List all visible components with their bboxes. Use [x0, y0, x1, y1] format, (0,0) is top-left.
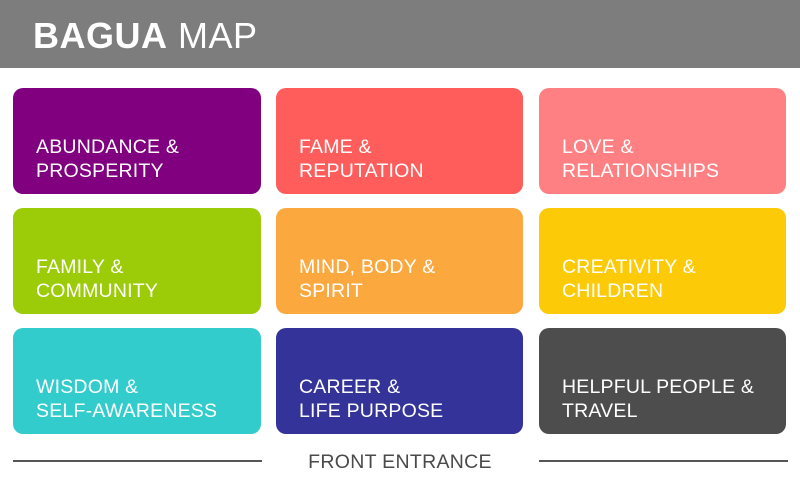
tile-mind-body-spirit: MIND, BODY & SPIRIT: [276, 208, 523, 314]
tile-label: CREATIVITY & CHILDREN: [562, 256, 696, 302]
tile-family-community: FAMILY & COMMUNITY: [13, 208, 261, 314]
header-bar: BAGUA MAP: [0, 0, 800, 68]
front-entrance-label: FRONT ENTRANCE: [308, 451, 492, 473]
tile-label: ABUNDANCE & PROSPERITY: [36, 136, 180, 182]
tile-helpful-people-travel: HELPFUL PEOPLE & TRAVEL: [539, 328, 786, 434]
page-title: BAGUA MAP: [33, 16, 258, 56]
tile-label: FAME & REPUTATION: [299, 136, 424, 182]
tile-wisdom-self-awareness: WISDOM & SELF-AWARENESS: [13, 328, 261, 434]
tile-abundance-prosperity: ABUNDANCE & PROSPERITY: [13, 88, 261, 194]
tile-fame-reputation: FAME & REPUTATION: [276, 88, 523, 194]
tile-love-relationships: LOVE & RELATIONSHIPS: [539, 88, 786, 194]
tile-creativity-children: CREATIVITY & CHILDREN: [539, 208, 786, 314]
title-light: MAP: [178, 15, 258, 56]
tile-label: LOVE & RELATIONSHIPS: [562, 136, 720, 182]
footer-divider-left: [13, 460, 262, 462]
tile-career-life-purpose: CAREER & LIFE PURPOSE: [276, 328, 523, 434]
title-bold: BAGUA: [33, 15, 168, 56]
tile-label: CAREER & LIFE PURPOSE: [299, 376, 444, 422]
footer-divider-right: [539, 460, 788, 462]
tile-label: WISDOM & SELF-AWARENESS: [36, 376, 218, 422]
tile-label: MIND, BODY & SPIRIT: [299, 256, 436, 302]
tile-label: FAMILY & COMMUNITY: [36, 256, 159, 302]
tile-label: HELPFUL PEOPLE & TRAVEL: [562, 376, 755, 422]
